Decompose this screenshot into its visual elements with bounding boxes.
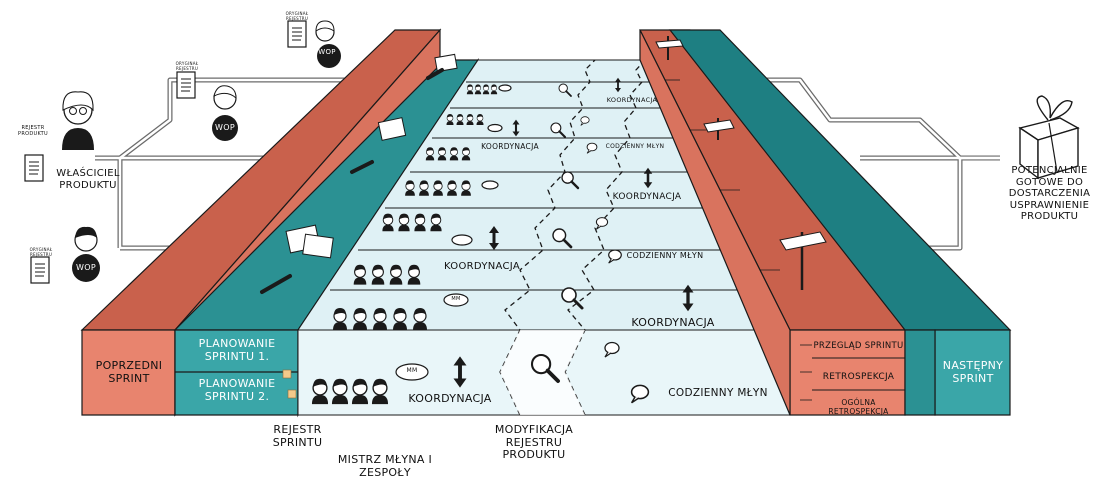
team-member-icon bbox=[397, 213, 411, 232]
pencil-icons bbox=[260, 68, 444, 294]
team-member-icon bbox=[381, 213, 395, 232]
scrum-master-mm-1: MM bbox=[406, 367, 418, 374]
daily-scrum-label-3: CODZIENNY MŁYN bbox=[605, 143, 665, 150]
team-member-icon bbox=[466, 84, 474, 95]
team-member-icon bbox=[413, 213, 427, 232]
scrum-master-mm-2: MM bbox=[451, 296, 461, 302]
team-member-icon bbox=[446, 113, 454, 126]
planning-1-label: PLANOWANIE SPRINTU 1. bbox=[198, 337, 276, 363]
team-member-icon bbox=[466, 113, 474, 126]
backlog-doc-title-2: ORYGINAŁ REJESTRU bbox=[175, 61, 199, 71]
team-member-icon bbox=[392, 307, 408, 331]
team-member-icon bbox=[425, 146, 435, 161]
team-member-icon bbox=[429, 213, 443, 232]
backlog-refinement-caption: MODYFIKACJA REJESTRU PRODUKTU bbox=[494, 423, 574, 462]
team-member-icon bbox=[372, 307, 388, 331]
sprint-backlog-caption: REJESTR SPRINTU bbox=[272, 423, 323, 449]
team-member-icon bbox=[482, 84, 490, 95]
team-member-icon bbox=[412, 307, 428, 331]
coordination-label-2: KOORDYNACJA bbox=[631, 316, 715, 329]
team-member-icon bbox=[331, 378, 349, 405]
coordination-label-1: KOORDYNACJA bbox=[408, 392, 492, 405]
wop-avatars bbox=[62, 20, 341, 282]
overall-retro-label: OGÓLNA RETROSPEKCJA bbox=[828, 398, 889, 416]
team-member-icon bbox=[437, 146, 447, 161]
planning-papers bbox=[285, 53, 458, 259]
product-increment-caption: POTENCJALNIE GOTOWE DO DOSTARCZENIA USPR… bbox=[1008, 165, 1091, 222]
team-member-icon bbox=[418, 179, 430, 197]
previous-sprint-label: POPRZEDNI SPRINT bbox=[95, 359, 163, 385]
next-sprint-block bbox=[668, 29, 1012, 416]
next-sprint-label: NASTĘPNY SPRINT bbox=[942, 359, 1004, 385]
wop-badge-2: WOP bbox=[215, 123, 235, 132]
team-member-icon bbox=[353, 264, 367, 286]
team-member-icon bbox=[476, 113, 484, 126]
team-member-icon bbox=[449, 146, 459, 161]
team-member-icon bbox=[456, 113, 464, 126]
gift-icon bbox=[1018, 95, 1080, 180]
team-member-icon bbox=[332, 307, 348, 331]
coordination-label-5: KOORDYNACJA bbox=[481, 142, 539, 151]
coordination-label-6: KOORDYNACJA bbox=[606, 96, 658, 104]
team-member-icon bbox=[460, 179, 472, 197]
team-member-icon bbox=[461, 146, 471, 161]
signpost-icons bbox=[655, 36, 827, 290]
team-member-icon bbox=[474, 84, 482, 95]
team-member-icon bbox=[407, 264, 421, 286]
scrum-master-markers bbox=[395, 84, 512, 381]
team-member-icon bbox=[490, 84, 498, 95]
backlog-doc-title-1: ORYGINAŁ REJESTRU bbox=[285, 11, 309, 21]
daily-scrum-label-2: CODZIENNY MŁYN bbox=[626, 251, 704, 260]
team-member-icon bbox=[351, 378, 369, 405]
backlog-doc-title-main: REJESTR PRODUKTU bbox=[18, 125, 48, 137]
team-member-icon bbox=[404, 179, 416, 197]
team-member-icon bbox=[432, 179, 444, 197]
wop-badge-3: WOP bbox=[76, 263, 96, 272]
team-member-icon bbox=[389, 264, 403, 286]
team-member-icon bbox=[352, 307, 368, 331]
coordination-label-3: KOORDYNACJA bbox=[443, 261, 520, 272]
team-member-icon bbox=[371, 264, 385, 286]
coordination-label-4: KOORDYNACJA bbox=[612, 192, 682, 202]
review-label: PRZEGLĄD SPRINTU bbox=[813, 341, 904, 351]
team-member-icon bbox=[446, 179, 458, 197]
retro-label: RETROSPEKCJA bbox=[822, 372, 895, 382]
product-owner-caption: WŁAŚCICIEL PRODUKTU bbox=[56, 168, 120, 191]
backlog-doc-title-3: ORYGINAŁ REJESTRU bbox=[29, 247, 53, 257]
team-member-icon bbox=[371, 378, 389, 405]
daily-scrum-label-1: CODZIENNY MŁYN bbox=[668, 387, 768, 399]
scrum-master-caption: MISTRZ MŁYNA I ZESPOŁY bbox=[337, 453, 433, 479]
planning-2-label: PLANOWANIE SPRINTU 2. bbox=[198, 377, 276, 403]
wop-badge-1: WOP bbox=[318, 48, 336, 56]
team-member-icon bbox=[311, 378, 329, 405]
